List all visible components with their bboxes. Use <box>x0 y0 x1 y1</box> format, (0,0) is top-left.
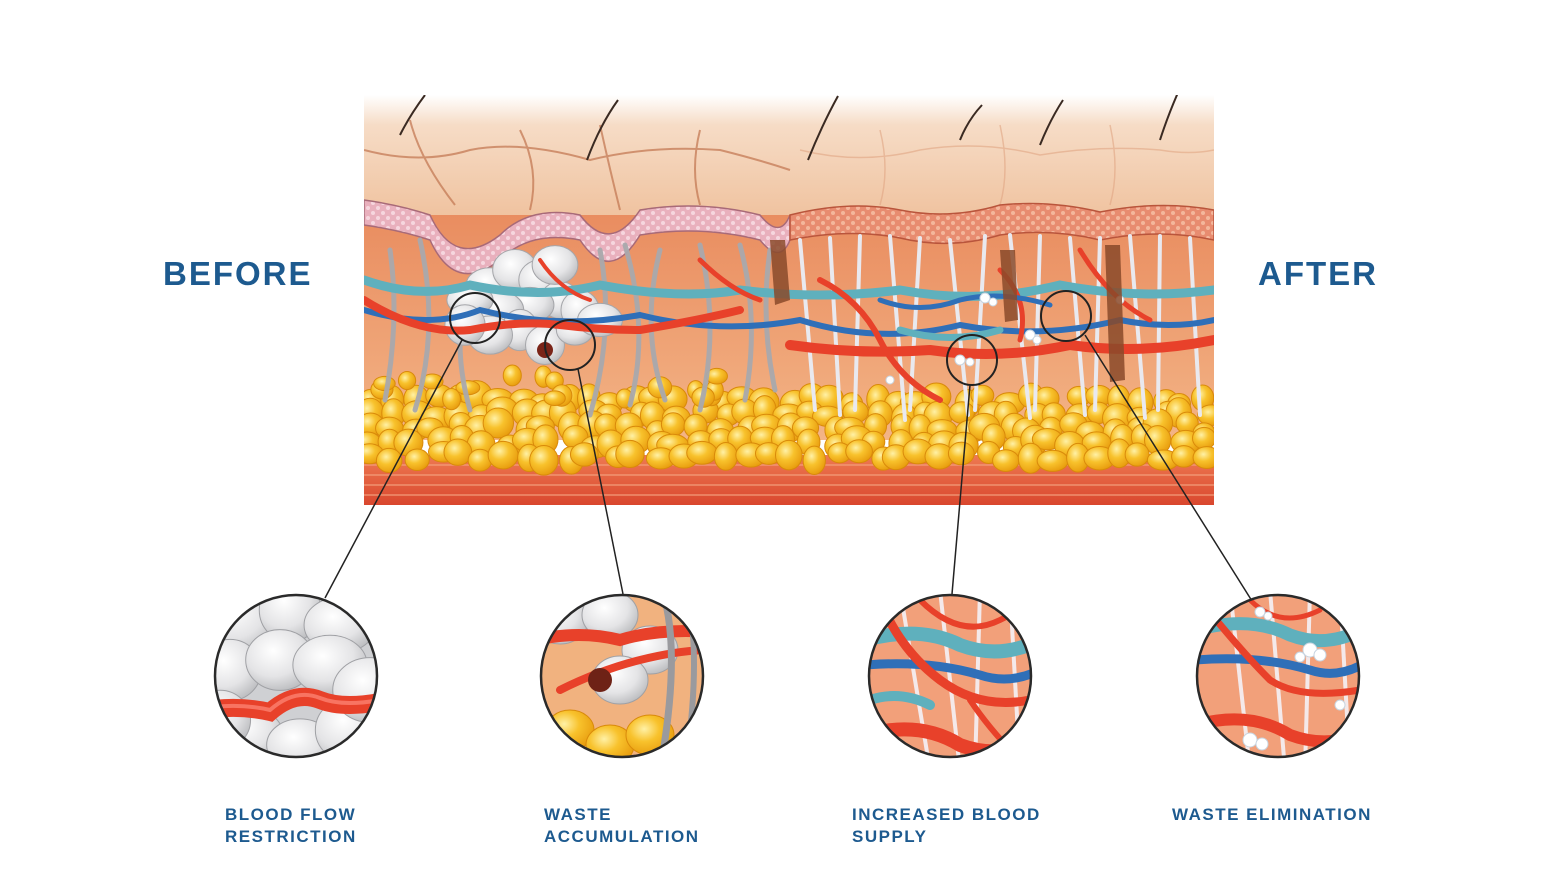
cross-section-block <box>364 95 1214 505</box>
detail-circle-increased-blood-supply <box>867 593 1033 759</box>
detail-circle-waste-accumulation <box>539 593 705 759</box>
caption-line: WASTE ELIMINATION <box>1172 805 1372 824</box>
focus-circles <box>449 290 1092 386</box>
blood-vessels <box>364 247 1214 403</box>
leader-lines <box>324 334 1253 602</box>
caption-line: WASTE <box>544 805 612 824</box>
caption-line: SUPPLY <box>852 827 928 846</box>
caption-waste-accumulation: WASTE ACCUMULATION <box>544 804 784 848</box>
detail-circle-blood-flow-restriction <box>213 593 379 759</box>
detail-circle-waste-elimination <box>1195 593 1361 759</box>
caption-line: RESTRICTION <box>225 827 357 846</box>
before-label: BEFORE <box>163 255 313 292</box>
caption-blood-flow-restriction: BLOOD FLOW RESTRICTION <box>225 804 465 848</box>
caption-waste-elimination: WASTE ELIMINATION <box>1172 804 1412 826</box>
caption-line: BLOOD FLOW <box>225 805 357 824</box>
caption-line: INCREASED BLOOD <box>852 805 1041 824</box>
caption-increased-blood-supply: INCREASED BLOOD SUPPLY <box>852 804 1092 848</box>
caption-line: ACCUMULATION <box>544 827 700 846</box>
after-label: AFTER <box>1258 255 1378 292</box>
